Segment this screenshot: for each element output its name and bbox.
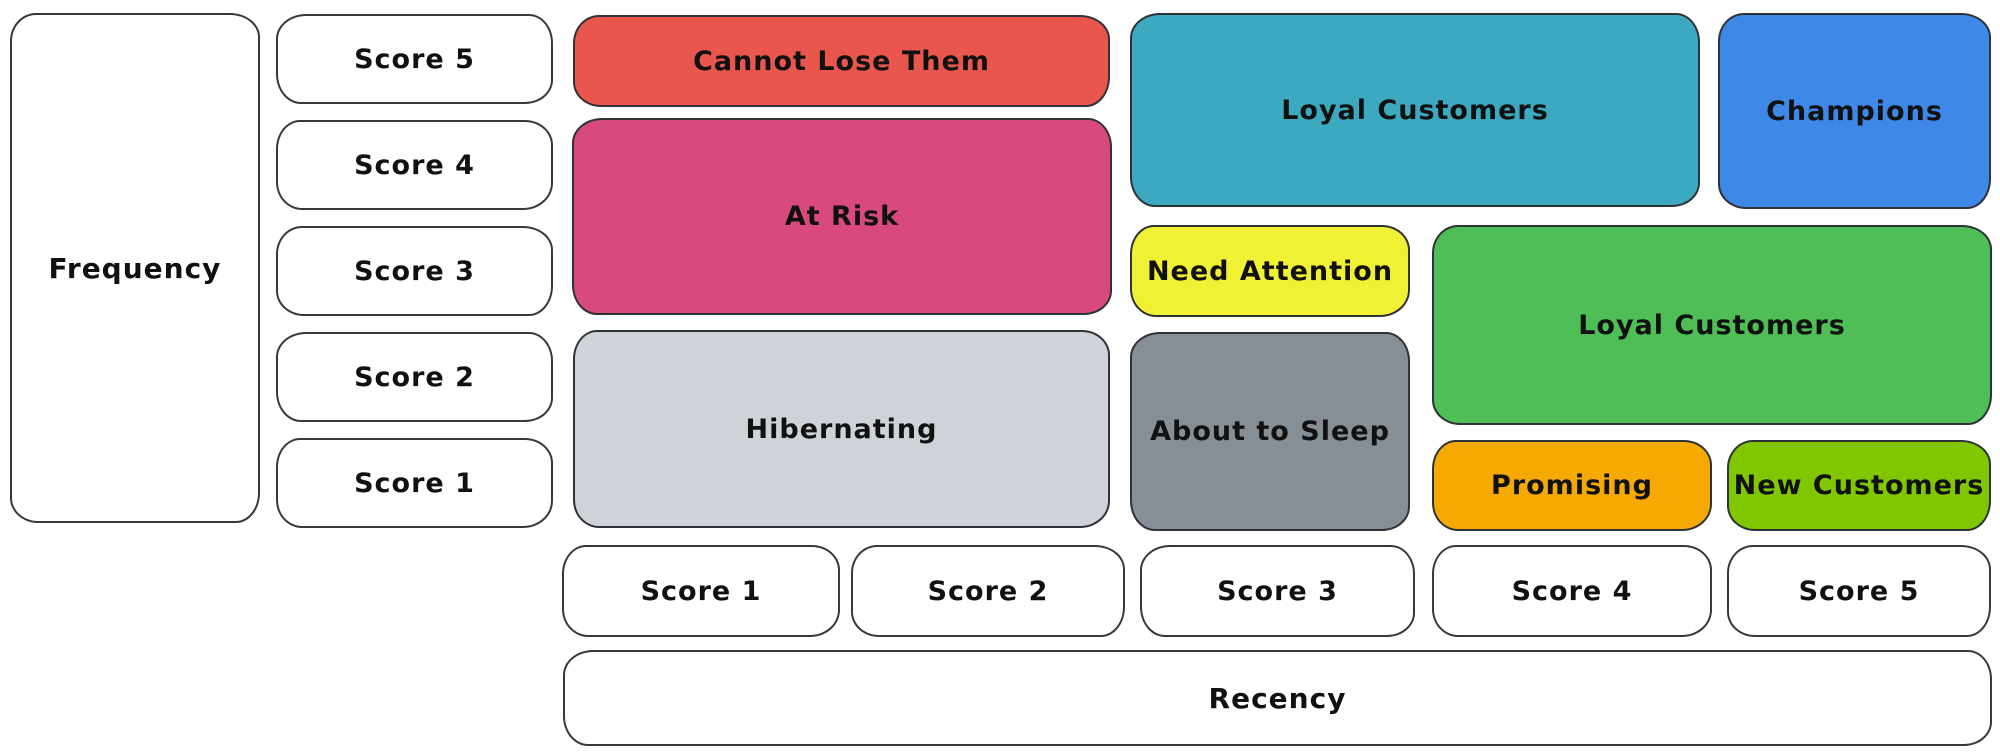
frequency-axis-label: Frequency: [10, 13, 260, 523]
frequency-score-4: Score 4: [276, 120, 553, 210]
segment-need-attention: Need Attention: [1130, 225, 1410, 317]
recency-score-2: Score 2: [851, 545, 1125, 637]
segment-champions: Champions: [1718, 13, 1991, 209]
segment-new-customers: New Customers: [1727, 440, 1991, 531]
frequency-score-1: Score 1: [276, 438, 553, 528]
segment-cannot-lose-them: Cannot Lose Them: [573, 15, 1110, 107]
recency-score-5: Score 5: [1727, 545, 1991, 637]
segment-promising: Promising: [1432, 440, 1712, 531]
recency-axis-label: Recency: [563, 650, 1992, 746]
recency-score-3: Score 3: [1140, 545, 1415, 637]
segment-at-risk: At Risk: [572, 118, 1112, 315]
frequency-score-3: Score 3: [276, 226, 553, 316]
recency-score-4: Score 4: [1432, 545, 1712, 637]
segment-about-to-sleep: About to Sleep: [1130, 332, 1410, 531]
segment-loyal-customers-lower: Loyal Customers: [1432, 225, 1992, 425]
frequency-score-5: Score 5: [276, 14, 553, 104]
segment-hibernating: Hibernating: [573, 330, 1110, 528]
recency-score-1: Score 1: [562, 545, 840, 637]
frequency-score-2: Score 2: [276, 332, 553, 422]
segment-loyal-customers-upper: Loyal Customers: [1130, 13, 1700, 207]
